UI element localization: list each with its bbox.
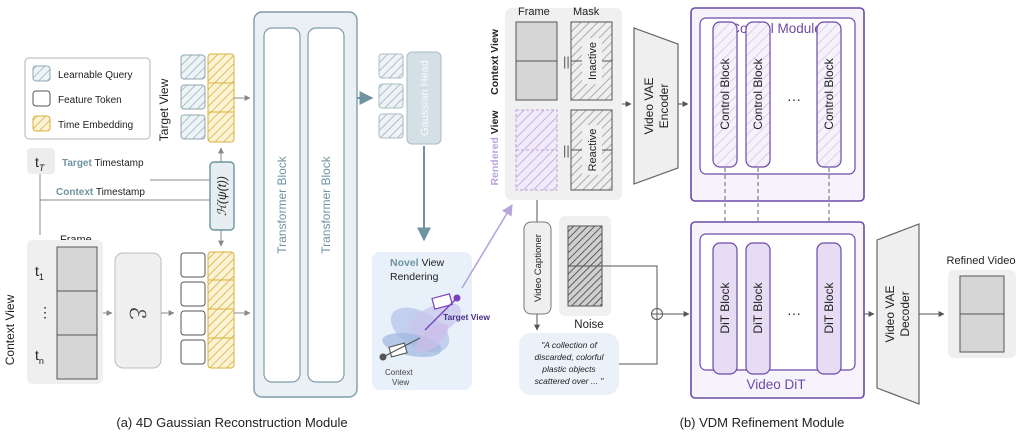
target-query-token <box>180 54 206 80</box>
reactive-label: Reactive <box>587 129 599 172</box>
context-frames-stack <box>56 246 98 380</box>
learnable-query-swatch <box>32 65 51 82</box>
refined-video-label: Refined Video <box>947 255 1016 267</box>
link-arrow <box>461 204 513 289</box>
feature-token <box>180 339 206 365</box>
svg-text:DiT Block: DiT Block <box>718 281 732 333</box>
encoder-symbol: ℰ <box>125 306 150 319</box>
feature-token-swatch <box>32 90 51 107</box>
legend-learnable-query: Learnable Query <box>58 70 133 81</box>
target-camera-icon <box>424 293 461 331</box>
video-captioner-label: Video Captioner <box>533 234 544 302</box>
target-time-embedding <box>207 53 235 143</box>
target-timestamp-box <box>27 148 55 174</box>
t1-label: t1 <box>35 263 44 282</box>
caption-b: (b) VDM Refinement Module <box>680 415 845 430</box>
transformer-block-2 <box>307 27 345 383</box>
dit-dots: ··· <box>787 305 801 321</box>
concat-symbol-2: || <box>563 143 570 158</box>
legend-feature-token: Feature Token <box>58 95 122 106</box>
context-time-embedding <box>207 251 235 369</box>
target-view-label: Target View <box>157 78 171 141</box>
inactive-label: Inactive <box>587 42 599 80</box>
ellipsis-label: ⋮ <box>38 304 52 320</box>
legend-box <box>24 57 151 140</box>
control-block-n: Control Block <box>816 21 842 168</box>
svg-text:Control Block: Control Block <box>718 57 732 129</box>
time-encoding-formula: ℋ(ψ(t)) <box>215 176 229 216</box>
time-embedding-swatch <box>32 115 51 132</box>
feature-token <box>180 281 206 307</box>
context-view-small-label-2: View <box>392 378 409 387</box>
output-query-token <box>378 83 404 109</box>
target-query-token <box>180 84 206 110</box>
target-query-tokens <box>180 53 235 143</box>
dit-block-n: DiT Block <box>816 242 842 375</box>
mask-header: Mask <box>573 6 600 18</box>
transformer-block-label-2: Transformer Block <box>319 155 333 254</box>
gaussian-head-box <box>406 51 442 145</box>
video-dit-inner <box>699 233 856 371</box>
context-feature-tokens <box>180 251 235 369</box>
context-timestamp-label: Context Timestamp <box>56 187 145 198</box>
dit-block-2: DiT Block <box>745 242 771 375</box>
vae-encoder-label-1: Video VAE <box>642 78 656 135</box>
gaussian-head-label: Gaussian Head <box>419 60 431 136</box>
vae-decoder-label-2: Decoder <box>898 291 912 336</box>
context-view-label: Context View <box>3 294 17 365</box>
control-module-inner <box>699 17 856 175</box>
vae-encoder-label-2: Encoder <box>657 84 671 129</box>
output-query-token <box>378 53 404 79</box>
gaussian-head-group: Gaussian Head <box>378 51 442 145</box>
control-block-2: Control Block <box>745 21 771 168</box>
svg-text:DiT Block: DiT Block <box>751 281 765 333</box>
control-block-1: Control Block <box>712 21 738 168</box>
target-query-token <box>180 114 206 140</box>
caption-text-3: plastic objects <box>541 364 596 374</box>
feature-token <box>180 310 206 336</box>
svg-text:DiT Block: DiT Block <box>822 281 836 333</box>
target-timestamp-label: Target Timestamp <box>62 158 144 169</box>
caption-a: (a) 4D Gaussian Reconstruction Module <box>116 415 347 430</box>
vae-decoder <box>876 223 920 405</box>
rendered-view-side-label: Rendered View <box>489 110 501 186</box>
caption-text-1: "A collection of <box>541 340 598 350</box>
context-camera-icon <box>379 337 421 361</box>
transformer-block-label-1: Transformer Block <box>275 155 289 254</box>
time-encoding-box <box>209 161 235 231</box>
rendering-label: Rendering <box>390 271 439 283</box>
control-module-title: Control Module <box>730 21 822 36</box>
concat-symbol-1: || <box>563 54 570 69</box>
caption-quote-box <box>519 333 619 395</box>
tn-label: tn <box>35 347 44 366</box>
legend-time-embedding: Time Embedding <box>58 120 133 131</box>
context-view-side-label: Context View <box>489 28 501 95</box>
caption-text-4: scattered over ... " <box>535 376 605 386</box>
target-timestamp-symbol: tT <box>35 154 46 173</box>
vae-decoder-label-1: Video VAE <box>883 286 897 343</box>
frame-header: Frame <box>518 6 550 18</box>
caption-text-2: discarded, colorful <box>535 352 605 362</box>
video-dit-title: Video DiT <box>746 377 805 392</box>
target-view-small-label: Target View <box>443 312 490 322</box>
feature-token <box>180 252 206 278</box>
control-dots: ··· <box>787 91 801 107</box>
svg-text:Control Block: Control Block <box>751 57 765 129</box>
dit-block-1: DiT Block <box>712 242 738 375</box>
noise-label: Noise <box>574 319 603 331</box>
novel-view-label: Novel View <box>390 257 445 269</box>
svg-text:Control Block: Control Block <box>822 57 836 129</box>
transformer-block-1 <box>263 27 301 383</box>
legend: Learnable Query Feature Token Time Embed… <box>24 57 151 140</box>
output-query-token <box>378 113 404 139</box>
context-view-small-label-1: Context <box>385 368 413 377</box>
vae-encoder <box>633 27 679 185</box>
encoder-box <box>114 252 162 369</box>
